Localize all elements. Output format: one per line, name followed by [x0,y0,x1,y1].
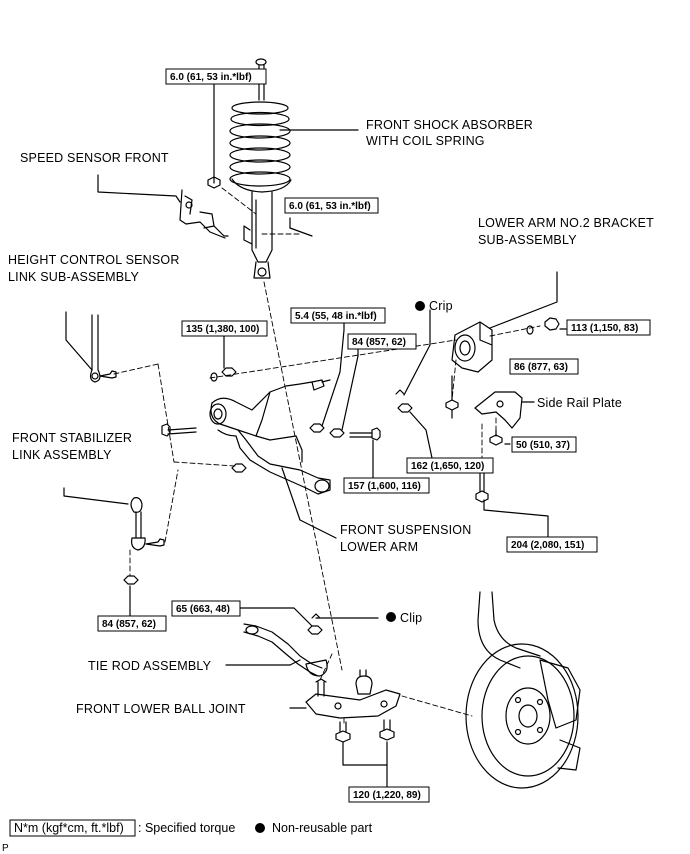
stabilizer-link-part [123,497,165,585]
label-shock-line1: FRONT SHOCK ABSORBER [366,118,533,132]
label-bracket-line2: SUB-ASSEMBLY [478,233,577,247]
torque-86: 86 (877, 63) [514,362,568,373]
label-stabilizer-line2: LINK ASSEMBLY [12,448,112,462]
ball-joint-part [305,669,401,743]
legend-dot [255,823,265,833]
label-ball-joint: FRONT LOWER BALL JOINT [76,702,246,716]
nonreusable-dot-clip [386,612,396,622]
label-tie-rod: TIE ROD ASSEMBLY [88,659,212,673]
label-clip: Clip [400,611,422,625]
torque-5-4: 5.4 (55, 48 in.*lbf) [295,311,377,322]
knuckle-hub-part [465,591,581,789]
torque-50: 50 (510, 37) [516,440,570,451]
dashed-alignment-lines [113,187,541,725]
torque-157: 157 (1,600, 116) [348,481,421,492]
label-side-rail: Side Rail Plate [537,396,622,410]
shock-absorber-part [229,58,292,279]
label-stabilizer-line1: FRONT STABILIZER [12,431,132,445]
torque-135: 135 (1,380, 100) [186,324,259,335]
torque-162: 162 (1,650, 120) [411,461,484,472]
part-labels: FRONT SHOCK ABSORBER WITH COIL SPRING SP… [8,118,654,716]
label-lower-arm-line2: LOWER ARM [340,540,418,554]
label-lower-arm-line1: FRONT SUSPENSION [340,523,471,537]
legend-nonreusable: Non-reusable part [272,821,373,835]
diagram-code: P [2,843,9,854]
torque-top: 6.0 (61, 53 in.*lbf) [170,72,252,83]
arm-fasteners [210,367,413,441]
legend-unit: N*m (kgf*cm, ft.*lbf) [14,821,124,835]
torque-113: 113 (1,150, 83) [571,323,638,334]
torque-120: 120 (1,220, 89) [353,790,421,801]
label-height-sensor-line2: LINK SUB-ASSEMBLY [8,270,139,284]
tie-rod-part [243,613,328,677]
torque-specs: 6.0 (61, 53 in.*lbf) 6.0 (61, 53 in.*lbf… [97,68,651,803]
label-crip: Crip [429,299,453,313]
torque-204: 204 (2,080, 151) [511,540,584,551]
torque-65: 65 (663, 48) [176,604,230,615]
leader-lines [63,83,567,791]
torque-84-b: 84 (857, 62) [102,619,156,630]
side-rail-plate-part [445,391,523,503]
speed-sensor-part [179,169,229,239]
lower-arm-bracket-part [451,317,560,373]
label-bracket-line1: LOWER ARM NO.2 BRACKET [478,216,654,230]
torque-shock: 6.0 (61, 53 in.*lbf) [289,201,371,212]
torque-84-a: 84 (857, 62) [352,337,406,348]
label-height-sensor-line1: HEIGHT CONTROL SENSOR [8,253,180,267]
height-sensor-link-part [89,314,117,383]
legend-torque-text: : Specified torque [138,821,235,835]
lower-arm-part [161,379,331,495]
legend: N*m (kgf*cm, ft.*lbf) : Specified torque… [2,819,373,854]
nonreusable-dot-crip [415,301,425,311]
label-speed-sensor: SPEED SENSOR FRONT [20,151,169,165]
label-shock-line2: WITH COIL SPRING [366,134,485,148]
